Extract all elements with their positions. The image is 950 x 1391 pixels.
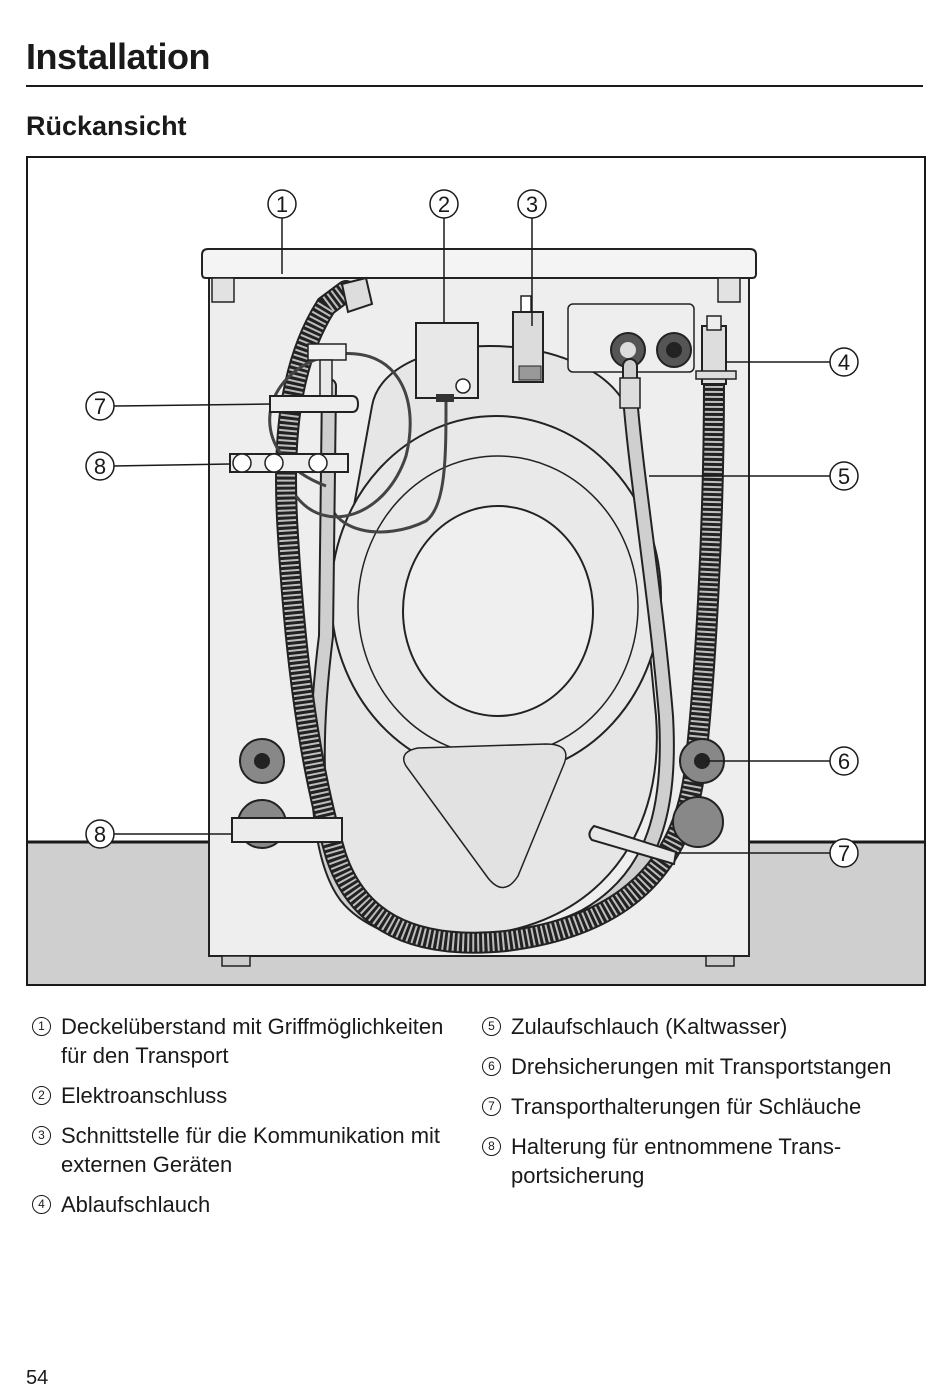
section-title: Rückansicht: [26, 111, 187, 141]
mains-cable: [268, 352, 412, 519]
legend-number: 1: [32, 1017, 51, 1036]
legend-left-column: 1 Deckelüberstand mit Griffmöglichkei­te…: [32, 1012, 472, 1230]
transit-bolts: [231, 738, 725, 849]
legend-number: 6: [482, 1057, 501, 1076]
callout-8-top-label: 8: [94, 454, 106, 479]
legend-text: Deckelüberstand mit Griffmöglichkei­ten …: [61, 1014, 444, 1068]
legend-text: Drehsicherungen mit Transportstan­gen: [511, 1054, 892, 1079]
communication-interface: [512, 295, 544, 383]
callout-3-label: 3: [526, 192, 538, 217]
legend-number: 4: [32, 1195, 51, 1214]
page-number: 54: [26, 1367, 49, 1389]
callout-8-bottom: [85, 819, 115, 849]
legend-number: 3: [32, 1126, 51, 1145]
rear-view-illustration: 1 2 3 4 5 6 7 8 8 7: [26, 156, 926, 986]
legend-item: 5 Zulaufschlauch (Kaltwasser): [482, 1012, 922, 1041]
callout-4-label: 4: [838, 350, 850, 375]
legend-item: 3 Schnittstelle für die Kommunikation mi…: [32, 1121, 472, 1179]
callout-3: [517, 189, 547, 219]
legend-text: Halterung für entnommene Trans­portsiche…: [511, 1134, 842, 1188]
legend-item: 8 Halterung für entnommene Trans­portsic…: [482, 1132, 922, 1190]
legend-number: 8: [482, 1137, 501, 1156]
callout-6-label: 6: [838, 749, 850, 774]
hose-holder-top: [269, 343, 360, 413]
legend-text: Ablaufschlauch: [61, 1192, 211, 1217]
title-rule: [26, 85, 923, 87]
legend-right-column: 5 Zulaufschlauch (Kaltwasser) 6 Drehsich…: [482, 1012, 922, 1201]
callout-2-label: 2: [438, 192, 450, 217]
drain-hose: [275, 276, 737, 954]
callout-7-top: [85, 391, 115, 421]
legend-item: 1 Deckelüberstand mit Griffmöglichkei­te…: [32, 1012, 472, 1070]
legend-number: 2: [32, 1086, 51, 1105]
callout-8-bottom-label: 8: [94, 822, 106, 847]
electrical-connection-box: [324, 322, 479, 534]
callout-1: [267, 189, 297, 219]
callout-7-top-label: 7: [94, 394, 106, 419]
legend-number: 5: [482, 1017, 501, 1036]
legend-item: 7 Transporthalterungen für Schläuche: [482, 1092, 922, 1121]
callout-7-bottom: [829, 838, 859, 868]
callout-4: [829, 347, 859, 377]
callout-1-label: 1: [276, 192, 288, 217]
legend-text: Transporthalterungen für Schläuche: [511, 1094, 862, 1119]
bracket-top: [229, 453, 349, 473]
legend-text: Schnittstelle für die Kommunikation mit …: [61, 1123, 441, 1177]
callout-6: [829, 746, 859, 776]
legend-item: 4 Ablaufschlauch: [32, 1190, 472, 1219]
legend-text: Zulaufschlauch (Kaltwasser): [511, 1014, 788, 1039]
callout-5-label: 5: [838, 464, 850, 489]
water-inlet-plate: [567, 303, 695, 373]
legend-text: Elektroanschluss: [61, 1083, 228, 1108]
page-title: Installation: [26, 36, 211, 77]
callout-2: [429, 189, 459, 219]
callout-5: [829, 461, 859, 491]
callout-8-top: [85, 451, 115, 481]
legend-item: 2 Elektroanschluss: [32, 1081, 472, 1110]
legend-item: 6 Drehsicherungen mit Transportstan­gen: [482, 1052, 922, 1081]
legend-number: 7: [482, 1097, 501, 1116]
hose-holder-bottom: [588, 824, 678, 866]
callout-7-bottom-label: 7: [838, 841, 850, 866]
